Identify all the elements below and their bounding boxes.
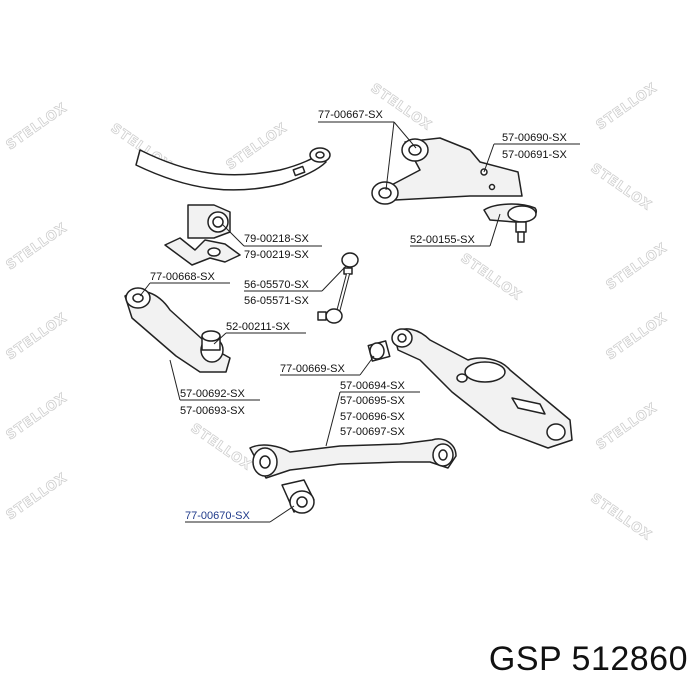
label-52-00211: 52-00211-SX <box>226 321 291 333</box>
label-56-05571: 56-05571-SX <box>244 295 309 307</box>
watermark: STELLOX <box>458 251 525 304</box>
part-labels: 77-00667-SX 57-00690-SX 57-00691-SX 52-0… <box>150 109 567 522</box>
watermark: STELLOX <box>4 390 71 443</box>
watermark: STELLOX <box>224 120 291 173</box>
watermark: STELLOX <box>4 220 71 273</box>
trailing-arm <box>124 287 231 373</box>
watermark: STELLOX <box>594 80 661 133</box>
ball-joint <box>483 203 537 243</box>
watermark: STELLOX <box>4 470 71 523</box>
watermark: STELLOX <box>604 240 671 293</box>
stabilizer-link <box>317 252 359 324</box>
bushing-77-00669 <box>367 340 391 362</box>
upper-control-arm <box>371 137 523 205</box>
lateral-arm <box>249 438 457 479</box>
label-57-00690: 57-00690-SX <box>502 132 567 144</box>
watermark: STELLOX <box>4 310 71 363</box>
label-79-00218: 79-00218-SX <box>244 233 309 245</box>
watermark: STELLOX <box>588 161 655 214</box>
label-57-00691: 57-00691-SX <box>502 149 567 161</box>
label-57-00694: 57-00694-SX <box>340 380 405 392</box>
label-79-00219: 79-00219-SX <box>244 249 309 261</box>
watermark: STELLOX <box>588 491 655 544</box>
label-56-05570: 56-05570-SX <box>244 279 309 291</box>
label-77-00669: 77-00669-SX <box>280 363 345 375</box>
label-77-00667: 77-00667-SX <box>318 109 383 121</box>
label-57-00697: 57-00697-SX <box>340 426 405 438</box>
bushing-77-00670 <box>281 479 315 514</box>
watermark: STELLOX <box>188 421 255 474</box>
label-57-00695: 57-00695-SX <box>340 395 405 407</box>
watermark: STELLOX <box>604 310 671 363</box>
leader-lines <box>139 121 580 523</box>
bushing-bracket <box>164 237 241 266</box>
label-57-00693: 57-00693-SX <box>180 405 245 417</box>
watermark: STELLOX <box>594 400 661 453</box>
label-57-00692: 57-00692-SX <box>180 388 245 400</box>
label-52-00155: 52-00155-SX <box>410 234 475 246</box>
label-77-00670: 77-00670-SX <box>185 510 250 522</box>
label-77-00668: 77-00668-SX <box>150 271 215 283</box>
watermark: STELLOX <box>4 100 71 153</box>
product-caption: GSP 512860 <box>488 640 688 678</box>
label-57-00696: 57-00696-SX <box>340 411 405 423</box>
stabilizer-bar <box>135 147 331 191</box>
stabilizer-bushing <box>187 204 231 239</box>
rear-lower-arm <box>391 328 573 449</box>
watermark: STELLOX <box>368 81 435 134</box>
